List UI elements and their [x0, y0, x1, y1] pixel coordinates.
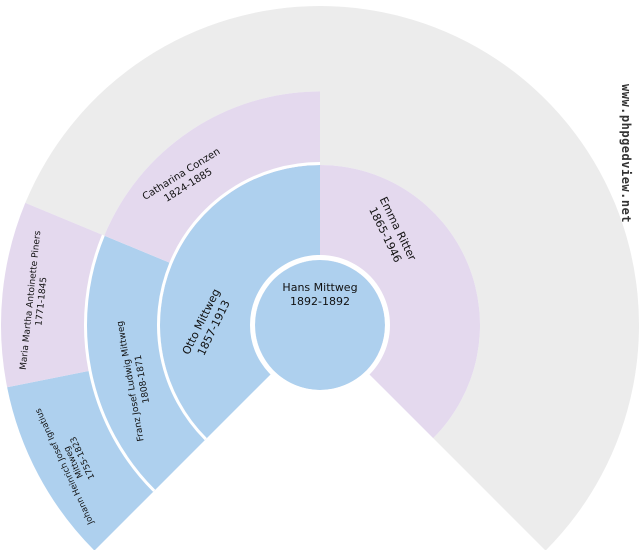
fan-segment-great-grandmother[interactable]: [0, 202, 105, 388]
ring-separator-sep-ring1: [156, 162, 321, 441]
ring-separator-sep-ring2: [84, 234, 156, 492]
fan-segment-empty-top-left: [25, 5, 323, 236]
ring-separator-sep-circle: [250, 255, 390, 395]
fan-segment-empty-right: [320, 6, 640, 550]
watermark: www.phpgedview.net: [619, 84, 633, 224]
fan-segment-grandfather[interactable]: [86, 235, 207, 491]
fan-segment-father[interactable]: [159, 165, 320, 439]
fan-segment-grandmother[interactable]: [104, 91, 321, 264]
fan-segment-mother[interactable]: [320, 165, 481, 439]
fan-segment-root-person[interactable]: [255, 260, 385, 390]
fan-segment-great-grandfather[interactable]: [7, 370, 155, 550]
person-label-line: Hans Mittweg: [282, 281, 358, 294]
person-label-line: 1892-1892: [290, 295, 350, 308]
